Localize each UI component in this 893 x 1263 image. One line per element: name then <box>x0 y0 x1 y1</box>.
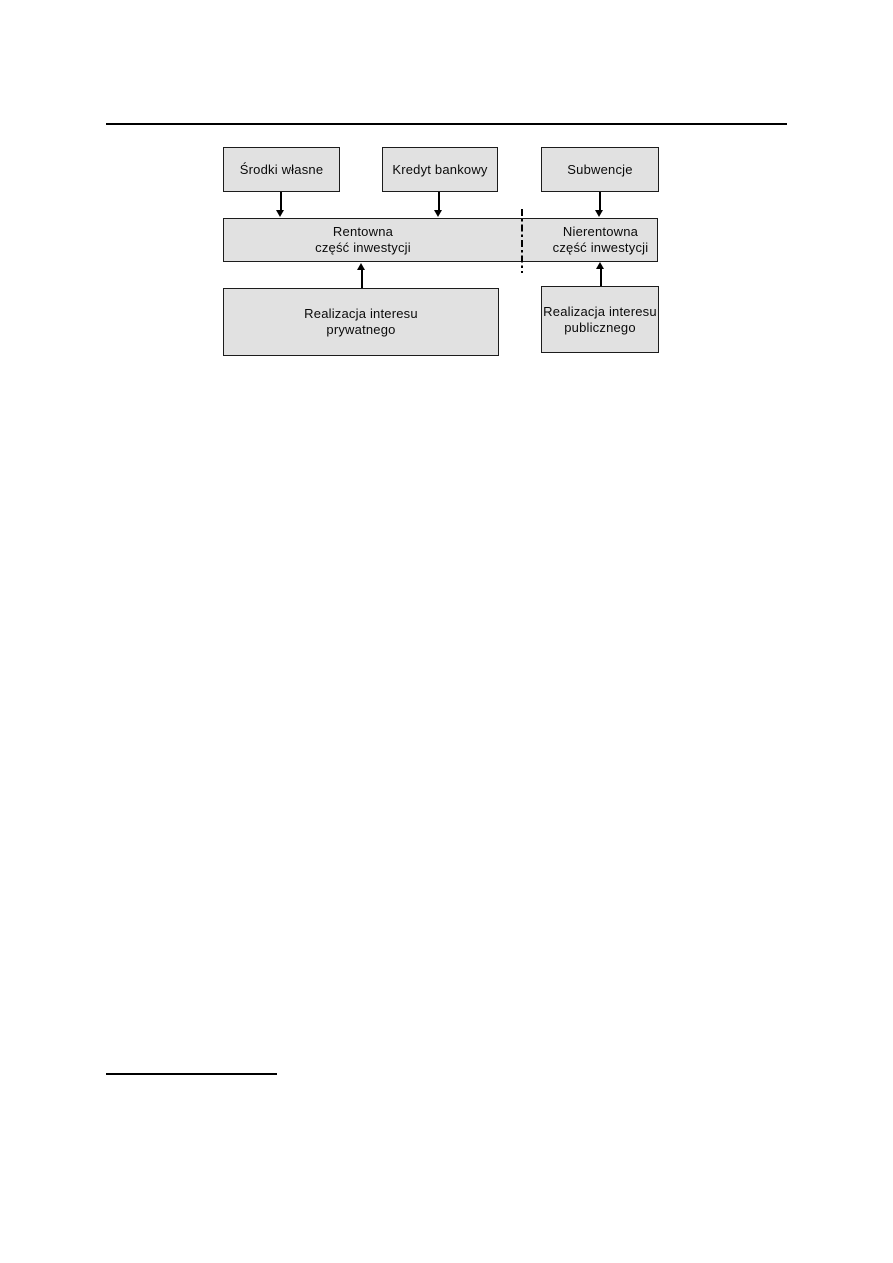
label-line: Rentowna <box>332 224 394 239</box>
header-rule <box>106 123 787 125</box>
investment-unprofitable-label: Nierentowna część inwestycji <box>542 219 659 261</box>
arrow-shaft <box>280 192 282 210</box>
arrow-shaft <box>438 192 440 210</box>
arrow-shaft <box>361 270 363 288</box>
arrow-head <box>357 263 366 270</box>
arrow-head <box>276 210 285 217</box>
arrow-down-icon <box>595 192 605 217</box>
source-box-subwencje: Subwencje <box>541 147 659 192</box>
arrow-head <box>595 210 604 217</box>
source-box-srodki-wlasne: Środki własne <box>223 147 340 192</box>
arrow-down-icon <box>276 192 286 217</box>
arrow-up-icon <box>357 263 367 288</box>
label-line: prywatnego <box>326 322 396 337</box>
outcome-box-public-interest: Realizacja interesu publicznego <box>541 286 659 353</box>
investment-bar: Rentowna część inwestycji Nierentowna cz… <box>223 218 658 262</box>
profitability-divider-line <box>521 209 523 273</box>
label-line: Nierentowna <box>562 224 639 239</box>
arrow-head <box>434 210 443 217</box>
label-line: publicznego <box>564 319 636 335</box>
arrow-down-icon <box>434 192 444 217</box>
source-box-kredyt-bankowy: Kredyt bankowy <box>382 147 498 192</box>
label-line: część inwestycji <box>552 240 649 255</box>
source-box-label: Środki własne <box>239 161 324 177</box>
label-line: Realizacja interesu <box>304 306 418 321</box>
arrow-shaft <box>599 192 601 210</box>
outcome-box-private-interest: Realizacja interesu prywatnego <box>223 288 499 356</box>
arrow-shaft <box>600 269 602 286</box>
label-line: część inwestycji <box>315 240 411 255</box>
investment-profitable-label: Rentowna część inwestycji <box>224 219 502 261</box>
source-box-label: Kredyt bankowy <box>392 161 488 177</box>
label-line: Realizacja interesu <box>543 303 657 319</box>
arrow-head <box>596 262 605 269</box>
financing-diagram: Środki własne Kredyt bankowy Subwencje R… <box>0 0 893 420</box>
source-box-label: Subwencje <box>567 161 633 177</box>
footnote-rule <box>106 1073 277 1075</box>
arrow-up-icon <box>596 262 606 286</box>
